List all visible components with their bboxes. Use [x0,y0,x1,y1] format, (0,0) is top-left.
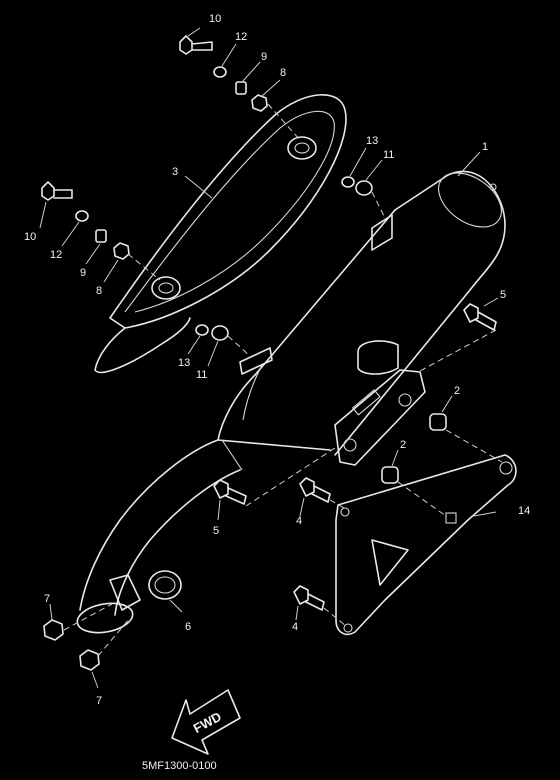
callout-labels: 10 12 9 8 3 13 11 1 10 12 9 8 5 13 11 2 … [24,13,530,707]
fwd-label: FWD [191,709,224,736]
callout-14: 14 [518,505,530,517]
callout-2-upper: 2 [454,385,460,397]
heat-protector-part [94,94,347,374]
callout-3: 3 [172,166,178,178]
callout-7-upper: 7 [44,593,50,605]
callout-8-left: 8 [96,285,102,297]
callout-11-lower: 11 [196,369,207,381]
figure-code: 5MF1300-0100 [142,760,217,772]
callout-4-lower: 4 [292,621,298,633]
callout-10-top: 10 [209,13,221,25]
gasket-part [148,570,182,600]
leader-lines [39,27,503,689]
muffler-assembly-part [76,170,506,634]
callout-5-right: 5 [500,289,506,301]
callout-13-lower: 13 [178,357,190,369]
stay-bracket-part [335,454,517,636]
callout-13-top: 13 [366,135,378,147]
callout-6: 6 [185,621,191,633]
hardware-parts [41,35,497,671]
callout-9-left: 9 [80,267,86,279]
callout-11-top: 11 [383,149,394,161]
callout-7-lower: 7 [96,695,102,707]
fwd-direction-arrow: FWD [171,689,241,755]
callout-10-left: 10 [24,231,36,243]
callout-2-lower: 2 [400,439,406,451]
callout-1: 1 [482,141,488,153]
callout-12-top: 12 [235,31,247,43]
callout-8-top: 8 [280,67,286,79]
callout-4-upper: 4 [296,515,302,527]
callout-9-top: 9 [261,51,267,63]
callout-5-lower: 5 [213,525,219,537]
callout-12-left: 12 [50,249,62,261]
